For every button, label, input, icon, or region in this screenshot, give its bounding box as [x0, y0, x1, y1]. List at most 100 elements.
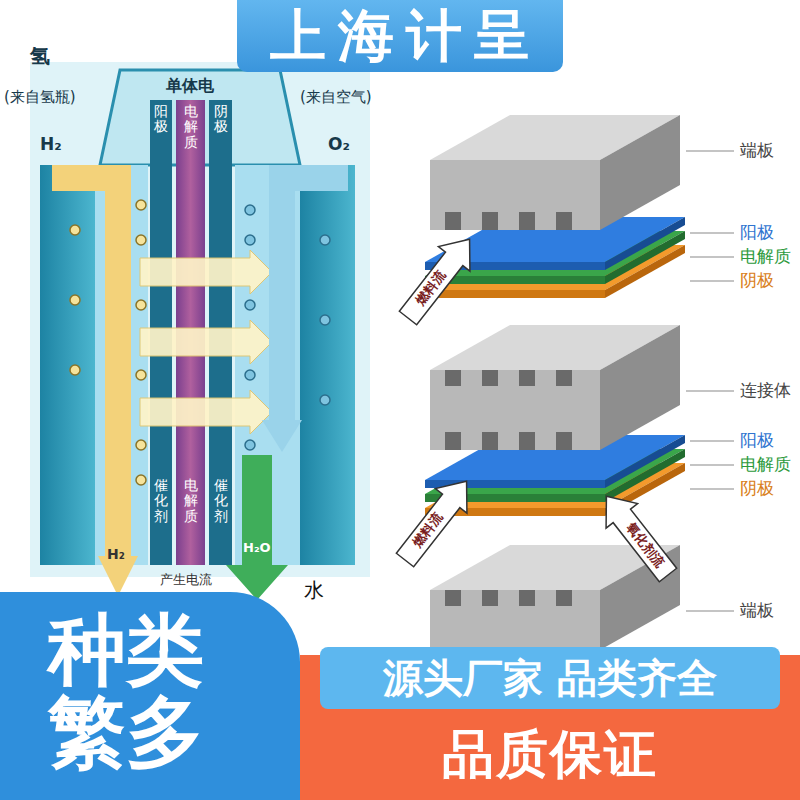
- part-label: 端板: [740, 600, 774, 620]
- fuel-cell-illustration-part: [245, 205, 330, 450]
- stack-illustration: [389, 115, 734, 650]
- brand-banner: 上海计呈: [237, 0, 563, 72]
- slogan-text: 种类 繁多: [48, 610, 248, 774]
- part-label: 连接体: [740, 380, 791, 400]
- fuel-cell-illustration-part-part: [136, 235, 146, 245]
- leader-lines: [686, 151, 734, 611]
- flow-arrows-part: [389, 469, 482, 572]
- end-plate-top-part: [445, 212, 461, 230]
- part-label: 催化剂: [214, 478, 228, 524]
- fuel-cell-illustration-part-part: [136, 440, 146, 450]
- part-label: 阴极: [740, 270, 774, 290]
- end-plate-bottom-part: [445, 590, 461, 606]
- fuel-cell-illustration-part-part: [245, 205, 255, 215]
- fuel-cell-illustration-part: [300, 165, 355, 565]
- leader-lines-part: [690, 440, 734, 441]
- fuel-cell-illustration-part-part: [245, 370, 255, 380]
- part-label: H₂: [40, 134, 62, 154]
- fuel-cell-illustration-part: [140, 390, 272, 434]
- interconnect-part: [430, 370, 600, 450]
- end-plate-top-part: [482, 212, 498, 230]
- interconnect-part: [482, 432, 498, 450]
- cell-layers-upper-part: [425, 290, 605, 298]
- part-label: (来自氢瓶): [4, 88, 76, 106]
- quality-text: 品质保证: [442, 723, 658, 785]
- fuel-cell-illustration-part-part: [245, 300, 255, 310]
- leader-lines-part: [690, 256, 734, 257]
- fuel-cell-illustration-part-part: [136, 200, 146, 210]
- flow-arrows-part: [591, 484, 684, 587]
- cell-layers-lower-part: [605, 435, 685, 488]
- part-label: 催化剂: [154, 478, 168, 524]
- end-plate-top: [430, 115, 680, 230]
- leader-lines-part: [690, 280, 734, 281]
- fuel-cell-illustration-part: [40, 165, 95, 565]
- feature-text: 源头厂家 品类齐全: [383, 654, 717, 702]
- leader-lines-part: [686, 610, 734, 611]
- part-label: 电解质: [184, 104, 198, 150]
- part-label: 水: [304, 578, 324, 602]
- fuel-cell-illustration-part: [52, 178, 118, 556]
- fuel-cell-illustration-part: [282, 178, 348, 420]
- fuel-cell-illustration-part-part: [320, 395, 330, 405]
- part-label: H₂: [107, 546, 125, 563]
- part-label: 阳极: [154, 104, 168, 135]
- leader-lines-part: [686, 150, 734, 151]
- part-label: 端板: [740, 140, 774, 160]
- fuel-cell-illustration-part-part: [70, 225, 80, 235]
- fuel-cell-illustration: [30, 62, 370, 600]
- end-plate-top-part: [600, 115, 680, 230]
- interconnect-part: [519, 370, 535, 386]
- fuel-cell-illustration-part-part: [70, 365, 80, 375]
- slogan-block: 种类 繁多: [0, 592, 300, 800]
- end-plate-top-part: [519, 212, 535, 230]
- flow-arrows-part: [392, 227, 485, 330]
- quality-band: 源头厂家 品类齐全品质保证: [300, 655, 800, 800]
- fuel-cell-illustration-part-part: [136, 300, 146, 310]
- fuel-cell-illustration-part-part: [245, 440, 255, 450]
- fuel-cell-illustration-part: [140, 320, 272, 364]
- fuel-cell-illustration-part-part: [320, 315, 330, 325]
- leader-lines-part: [690, 464, 734, 465]
- brand-name: 上海计呈: [270, 2, 542, 69]
- part-label: 阳极: [740, 430, 774, 450]
- part-label: 电解质: [184, 478, 198, 524]
- flow-arrows: [389, 227, 684, 587]
- fuel-cell-illustration-part-part: [136, 475, 146, 485]
- part-label: 电解质: [740, 246, 791, 266]
- interconnect-part: [519, 432, 535, 450]
- part-label: 阴极: [214, 104, 228, 135]
- part-label: 电解质: [740, 454, 791, 474]
- end-plate-bottom-part: [519, 590, 535, 606]
- interconnect-part: [556, 370, 572, 386]
- interconnect: [430, 325, 680, 450]
- leader-lines-part: [686, 390, 734, 391]
- end-plate-top-part: [556, 212, 572, 230]
- part-label: O₂: [328, 134, 350, 154]
- end-plate-bottom-part: [482, 590, 498, 606]
- end-plate-bottom-part: [430, 590, 600, 650]
- interconnect-part: [600, 325, 680, 450]
- fuel-cell-illustration-part-part: [320, 235, 330, 245]
- fuel-cell-illustration-part-part: [136, 370, 146, 380]
- part-label: 氢: [30, 44, 50, 68]
- interconnect-part: [445, 370, 461, 386]
- fuel-cell-illustration-part: [30, 62, 370, 577]
- interconnect-part: [445, 432, 461, 450]
- end-plate-top-part: [430, 160, 600, 230]
- fuel-cell-illustration-part-part: [70, 295, 80, 305]
- fuel-cell-illustration-part: [226, 455, 288, 600]
- part-label: H₂O: [243, 540, 271, 556]
- fuel-cell-illustration-part: [140, 250, 272, 294]
- part-label: 单体电: [166, 76, 214, 95]
- part-label: 产生电流: [160, 572, 212, 588]
- end-plate-bottom-part: [556, 590, 572, 606]
- interconnect-part: [482, 370, 498, 386]
- leader-lines-part: [690, 488, 734, 489]
- fuel-cell-illustration-part-part: [245, 235, 255, 245]
- interconnect-part: [556, 432, 572, 450]
- feature-strip: 源头厂家 品类齐全: [320, 647, 780, 709]
- part-label: 阴极: [740, 478, 774, 498]
- fuel-cell-illustration-part: [262, 420, 302, 452]
